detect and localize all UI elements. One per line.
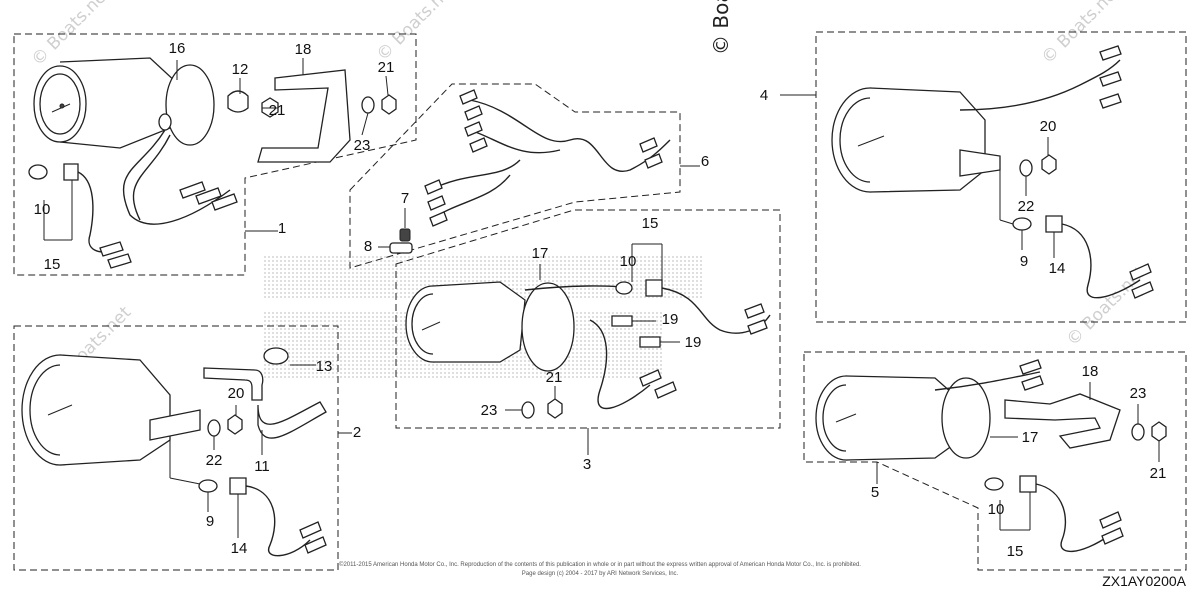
callout-22: 22: [206, 452, 223, 469]
hex-nut: [227, 414, 243, 435]
assembly-group-6: [349, 83, 700, 269]
group-6-outline: [349, 83, 681, 269]
wire-harness: [469, 99, 671, 173]
callout-18: 18: [295, 41, 312, 58]
mounting-bracket: [257, 69, 351, 163]
hex-nut: [381, 94, 397, 115]
callout-12: 12: [232, 61, 249, 78]
callout-6: 6: [701, 153, 709, 170]
washer: [207, 419, 221, 437]
assembly-group-4: [780, 31, 1187, 323]
hex-nut: [547, 398, 563, 419]
copyright-notice: ©2011-2015 American Honda Motor Co., Inc…: [339, 561, 861, 568]
group-1-outline: [13, 33, 417, 276]
watermark: © Boats.net: [373, 0, 461, 65]
bulb-socket: [1045, 215, 1063, 233]
callout-16: 16: [169, 40, 186, 57]
assembly-group-1: [13, 33, 417, 276]
callout-23: 23: [354, 137, 371, 154]
callout-17: 17: [1022, 429, 1039, 446]
callout-5: 5: [871, 484, 879, 501]
bulb: [198, 479, 218, 493]
gauge-4: [831, 87, 1001, 193]
bulb-socket: [63, 163, 79, 181]
callout-10: 10: [620, 253, 637, 270]
callout-layer: 1234567899101010111213141415151516171718…: [34, 40, 1167, 560]
assembly-group-5: [803, 351, 1187, 571]
callout-23: 23: [1130, 385, 1147, 402]
callout-21: 21: [378, 59, 395, 76]
callout-9: 9: [206, 513, 214, 530]
hex-nut: [1151, 421, 1167, 442]
callout-7: 7: [401, 190, 409, 207]
callout-18: 18: [1082, 363, 1099, 380]
callout-19: 19: [685, 334, 702, 351]
callout-15: 15: [1007, 543, 1024, 560]
callout-1: 1: [278, 220, 286, 237]
diagram-code: ZX1AY0200A: [1102, 573, 1186, 589]
insulator-sleeve: [389, 242, 413, 254]
gauge-1: [33, 57, 215, 149]
callout-23: 23: [481, 402, 498, 419]
gauge-3: [405, 281, 575, 372]
callout-9: 9: [1020, 253, 1028, 270]
bulb-socket: [645, 279, 663, 297]
group-2-outline: [13, 325, 339, 571]
corner-watermark: © Boats: [709, 0, 733, 55]
callout-22: 22: [1018, 198, 1035, 215]
hex-nut: [1041, 154, 1057, 175]
assembly-group-2: [13, 325, 352, 571]
group-5-outline: [803, 351, 1187, 571]
callout-8: 8: [364, 238, 372, 255]
wire-clip: [227, 90, 249, 113]
callout-20: 20: [228, 385, 245, 402]
assembly-group-3: [395, 209, 781, 455]
wire-harness: [959, 59, 1121, 111]
callout-21: 21: [269, 102, 286, 119]
hose: [203, 367, 264, 401]
washer: [521, 401, 535, 419]
bulb-socket: [1019, 475, 1037, 493]
terminal-bolt: [611, 315, 633, 327]
callout-15: 15: [44, 256, 61, 273]
page-design-notice: Page design (c) 2004 - 2017 by ARI Netwo…: [522, 571, 679, 577]
terminal-bolt: [639, 336, 661, 348]
terminal-pin: [399, 228, 411, 242]
gauge-5: [815, 375, 991, 461]
callout-19: 19: [662, 311, 679, 328]
washer: [1019, 159, 1033, 177]
gauge-2: [21, 354, 201, 466]
callout-3: 3: [583, 456, 591, 473]
callout-20: 20: [1040, 118, 1057, 135]
hose-clamp: [263, 347, 289, 365]
watermark: © Boats.net: [1038, 0, 1126, 68]
bulb: [984, 477, 1004, 491]
mounting-bracket: [1004, 393, 1121, 449]
callout-17: 17: [532, 245, 549, 262]
bulb: [1012, 217, 1032, 231]
bulb: [615, 281, 633, 295]
washer: [361, 96, 375, 114]
bulb: [28, 164, 48, 180]
group-3-outline: [395, 209, 781, 429]
callout-10: 10: [34, 201, 51, 218]
callout-11: 11: [254, 458, 270, 475]
callout-21: 21: [546, 369, 563, 386]
callout-13: 13: [316, 358, 333, 375]
callout-15: 15: [642, 215, 659, 232]
bulb-socket: [229, 477, 247, 495]
washer: [1131, 423, 1145, 441]
callout-10: 10: [988, 501, 1005, 518]
callout-2: 2: [353, 424, 361, 441]
callout-14: 14: [231, 540, 248, 557]
callout-21: 21: [1150, 465, 1167, 482]
wire-harness: [122, 129, 231, 225]
group-4-outline: [815, 31, 1187, 323]
callout-14: 14: [1049, 260, 1066, 277]
callout-4: 4: [760, 87, 768, 104]
